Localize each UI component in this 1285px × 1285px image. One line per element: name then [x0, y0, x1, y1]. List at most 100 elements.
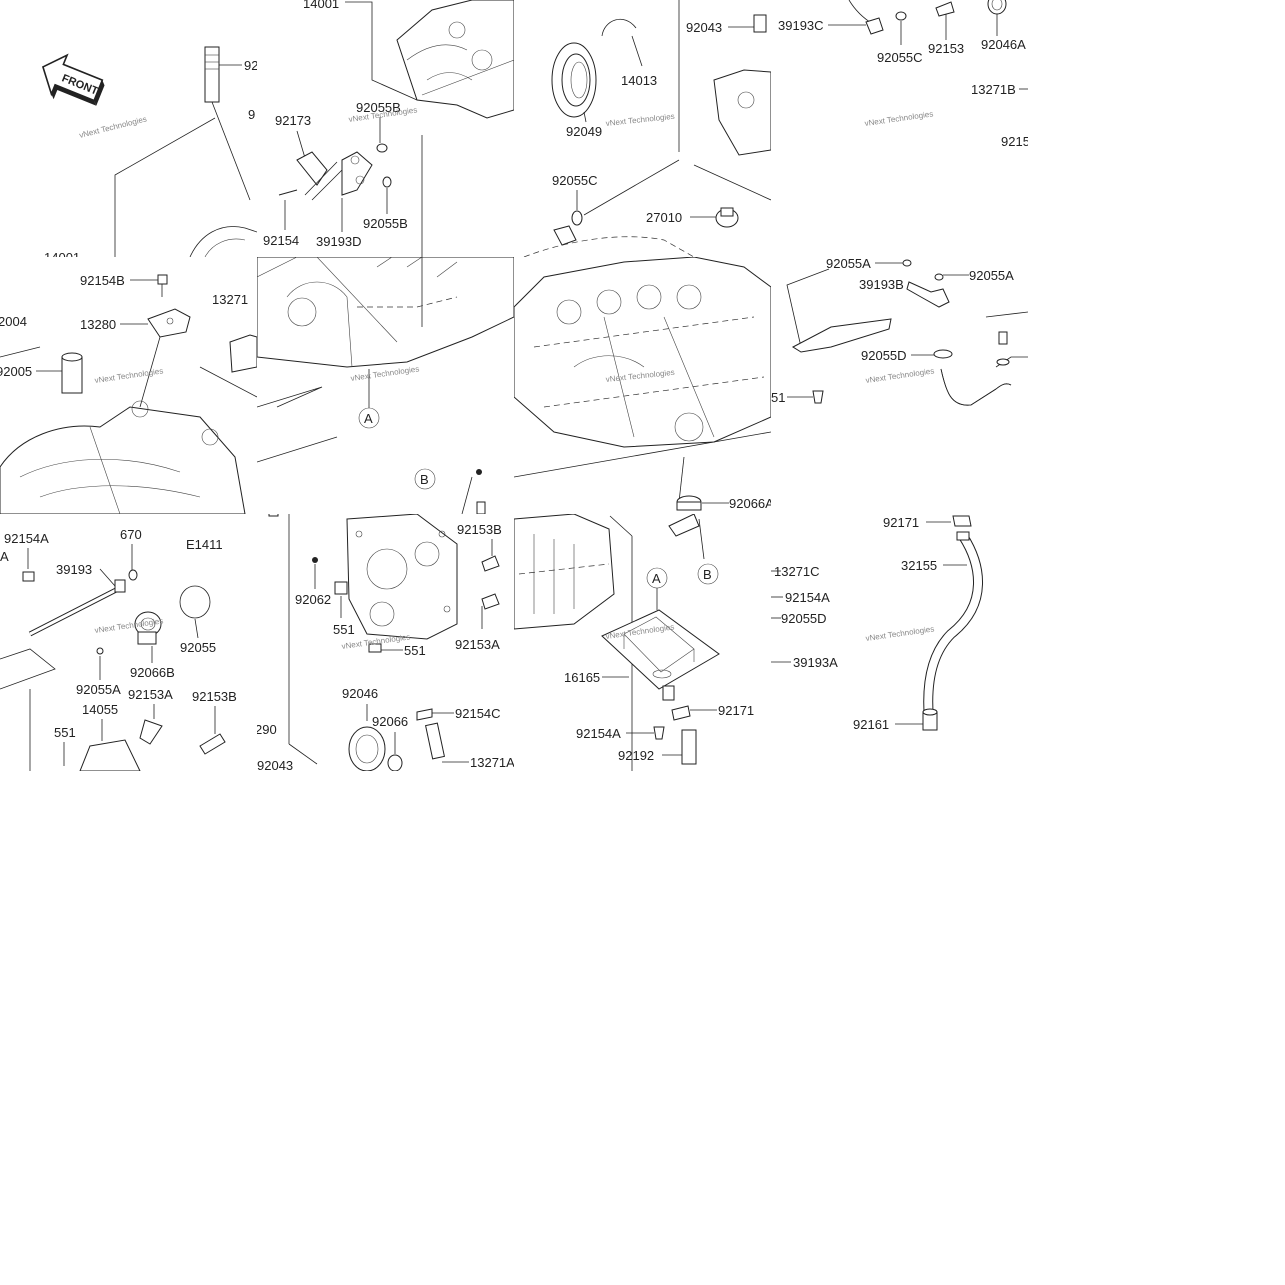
- lower-crankcase: [514, 514, 615, 630]
- oring-92055: [179, 585, 211, 619]
- bearing-92046A: [987, 0, 1007, 15]
- label-39193C: 39193C: [778, 18, 824, 33]
- callout-B-bottom: B: [703, 567, 712, 582]
- tile-crankcase-left-svg: 92154B 13280 2004 92005 13271: [0, 273, 257, 514]
- clamp-92171: [952, 515, 972, 527]
- label-92055B-b: 92055B: [363, 216, 408, 231]
- label-551-b: 551: [404, 643, 426, 658]
- label-92171-a: 92171: [718, 703, 754, 718]
- callout-B-top: B: [420, 472, 429, 487]
- tile-hose-svg: 13271C 92154A 92055D 39193A 92171 32155 …: [771, 515, 983, 732]
- label-92055: 92055: [180, 640, 216, 655]
- callout-A-top: A: [364, 411, 373, 426]
- pipe-39193B: [906, 281, 950, 308]
- label-14001-b: 14001: [44, 250, 80, 257]
- label-92062: 92062: [295, 592, 331, 607]
- tile-crankcase-assembly: 92066A vNext Technologies: [514, 257, 771, 514]
- crankcase-fragment: [713, 69, 771, 156]
- tile-oil-pan-svg: B A 16165 92171 92154A 92192 vNext: [514, 514, 754, 771]
- tile-pipe-top-right: 39193C 92055C 92153 92046A 13271B 9215 v…: [771, 0, 1028, 257]
- oring-92055C-b: [571, 210, 583, 226]
- hose-32155: [923, 531, 983, 720]
- tile-pipe-39193: 92154A A 670 39193 E1411 92055: [0, 514, 257, 771]
- oil-pipe-assembly: [940, 356, 1028, 406]
- label-92046: 92046: [342, 686, 378, 701]
- callout-A-bottom: A: [652, 571, 661, 586]
- tile-crankcase-assembly-svg: 92066A vNext Technologies: [514, 257, 771, 511]
- label-13271B: 13271B: [971, 82, 1016, 97]
- label-551-c: 551: [54, 725, 76, 740]
- watermark-3: vNext Technologies: [605, 112, 675, 128]
- pipe-39193D: [341, 151, 373, 196]
- cover-14055: [79, 739, 141, 771]
- label-92192: 92192: [618, 748, 654, 763]
- label-13271C: 13271C: [774, 564, 820, 579]
- fitting-92161: [922, 708, 938, 731]
- bracket-92173: [296, 151, 328, 186]
- tile-crankcase-left: 92154B 13280 2004 92005 13271: [0, 257, 257, 514]
- label-A-cut: A: [0, 549, 9, 564]
- bolt-92153A: [139, 719, 163, 745]
- label-39193D: 39193D: [316, 234, 362, 249]
- label-51-cut: 51: [771, 390, 785, 405]
- label-39193: 39193: [56, 562, 92, 577]
- label-92055B-a: 92055B: [356, 100, 401, 115]
- oring-92055C-a: [895, 11, 907, 21]
- label-670: 670: [120, 527, 142, 542]
- label-92043-c: 92043: [257, 758, 293, 771]
- pipe-92192: [681, 729, 697, 765]
- label-92153B-a: 92153B: [457, 522, 502, 537]
- label-13271-cut: 13271: [212, 292, 248, 307]
- bolt-92154: [278, 189, 298, 196]
- fitting-92005: [61, 352, 83, 394]
- tile-oil-pipe-upper: 14001 92173 39193D 92055B: [257, 0, 514, 257]
- tile-gear-cover: 92043 92153B 92153A 92062 551: [257, 514, 514, 771]
- bearing-92046: [348, 726, 386, 771]
- crankcase-left-half: [0, 400, 246, 514]
- label-92161: 92161: [853, 717, 889, 732]
- label-9215x: 9215: [1001, 134, 1028, 149]
- label-27010: 27010: [646, 210, 682, 225]
- circlip-14013: [601, 18, 637, 37]
- label-92005: 92005: [0, 364, 32, 379]
- label-39193A: 39193A: [793, 655, 838, 670]
- pipe-39193C: [848, 0, 874, 25]
- label-13280: 13280: [80, 317, 116, 332]
- callout-A-top-circle: [358, 407, 380, 429]
- label-92055C-a: 92055C: [877, 50, 923, 65]
- tile-pipe-top-right-svg: 39193C 92055C 92153 92046A 13271B 9215 v…: [778, 0, 1028, 149]
- label-92154A-c: 92154A: [785, 590, 830, 605]
- crankcase-assembly: [514, 257, 771, 448]
- bracket-13280: [147, 308, 191, 338]
- oring-92055B-a: [376, 143, 388, 153]
- label-92066B: 92066B: [130, 665, 175, 680]
- plate-cover: [791, 318, 892, 353]
- label-92055A-b: 92055A: [969, 268, 1014, 283]
- oil-pipe-39193: [28, 579, 126, 637]
- gear-cover-plate: [346, 514, 458, 640]
- label-92154C: 92154C: [455, 706, 501, 721]
- fitting-92055C: [553, 225, 577, 246]
- crankcase-upper-part: [396, 0, 514, 119]
- label-92066A: 92066A: [729, 496, 771, 511]
- label-39193B: 39193B: [859, 277, 904, 292]
- label-32155: 32155: [901, 558, 937, 573]
- tile-front-stud-svg: FRONT 92 9 14001 vNext Technologies: [41, 46, 257, 257]
- oil-seal-92049: [551, 42, 597, 118]
- watermark-1: vNext Technologies: [78, 114, 147, 139]
- label-92154A-a: 92154A: [4, 531, 49, 546]
- label-92055D-a: 92055D: [861, 348, 907, 363]
- label-92055A-a: 92055A: [826, 257, 871, 271]
- callout-B-bottom-circle: [697, 563, 719, 585]
- upper-crankcase: [257, 257, 514, 368]
- label-92171-b: 92171: [883, 515, 919, 530]
- label-92153-a: 92153: [928, 41, 964, 56]
- label-92066: 92066: [372, 714, 408, 729]
- tile-pipe-right: 92055A 39193B 92055A 51 92055D: [771, 257, 1028, 514]
- label-92055D-b: 92055D: [781, 611, 827, 626]
- label-13271A: 13271A: [470, 755, 514, 770]
- bolt-92153-a: [935, 1, 955, 17]
- plug-92062: [312, 557, 318, 563]
- label-16165: 16165: [564, 670, 600, 685]
